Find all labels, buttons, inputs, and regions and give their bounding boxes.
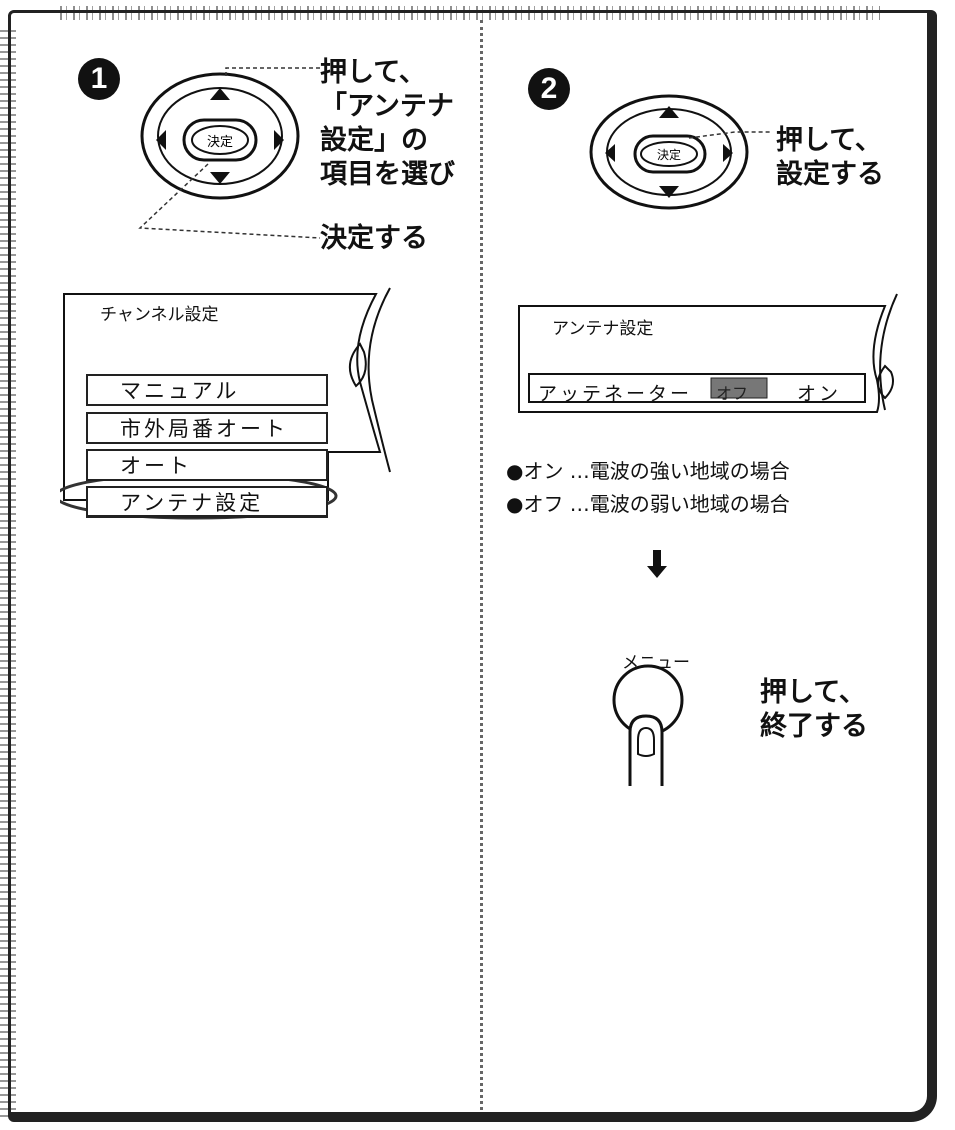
column-divider [480,20,483,1110]
instruction-line: 終了する [760,711,868,742]
dpad-outer-ring [140,72,300,200]
instruction-line: 項目を選び [320,159,455,190]
enter-button[interactable] [633,134,707,174]
note-on: ●オン …電波の強い地域の場合 [506,459,790,483]
step2-press-instruction: 押して、 設定する [776,124,884,192]
screen2-title: アンテナ設定 [552,319,654,339]
off-highlight [710,377,768,399]
screen-remote-partial-icon [877,364,894,400]
scan-noise-top [60,6,880,20]
attenuator-label: アッテネーター [538,383,693,405]
enter-button-label: 決定 [657,147,681,162]
attenuator-row-frame [528,373,866,403]
dpad-outer-ring [589,94,749,210]
step2-exit-instruction: 押して、 終了する [760,676,868,744]
note-off: ●オフ …電波の弱い地域の場合 [506,492,790,516]
menu-item-manual[interactable]: マニュアル [86,374,328,406]
instruction-line: 押して、 [760,677,866,708]
step1-press-instruction: 押して、 「アンテナ 設定」の 項目を選び [320,56,455,192]
arrow-down-icon[interactable] [659,186,679,198]
instruction-line: 設定する [776,159,884,190]
step-2-number: 2 [528,68,570,110]
arrow-down-icon[interactable] [210,172,230,184]
menu-button-label: メニュー [622,653,690,673]
attenuator-value-on[interactable]: オン [797,383,842,405]
enter-button[interactable] [182,118,258,162]
instruction-line: 設定」の [320,125,428,156]
remote-dpad-step2: 決定 [589,94,771,210]
enter-button-label: 決定 [207,135,233,150]
instruction-line: 押して、 [320,57,426,88]
step-1-number: 1 [78,58,120,100]
arrow-left-icon[interactable] [156,130,166,150]
menu-item-antenna-settings[interactable]: アンテナ設定 [86,486,328,518]
down-arrow-icon [647,550,667,578]
arrow-right-icon[interactable] [723,144,733,162]
step1-enter-instruction: 決定する [320,223,428,254]
arrow-up-icon[interactable] [659,106,679,118]
screen-remote-partial-icon [349,342,367,388]
finger-icon [628,714,664,786]
screen1-title: チャンネル設定 [100,305,219,325]
instruction-line: 押して、 [776,125,882,156]
menu-item-auto[interactable]: オート [86,449,328,481]
instruction-line: 「アンテナ [320,91,454,122]
tv-screen-step2 [518,293,898,413]
arrow-left-icon[interactable] [605,144,615,162]
page-frame [8,10,937,1122]
arrow-right-icon[interactable] [274,130,284,150]
attenuator-value-off[interactable]: オフ [716,384,749,403]
menu-button-illustration [612,664,684,786]
menu-item-area-code-auto[interactable]: 市外局番オート [86,412,328,444]
arrow-up-icon[interactable] [210,88,230,100]
remote-dpad-step1: 決定 [138,67,321,239]
